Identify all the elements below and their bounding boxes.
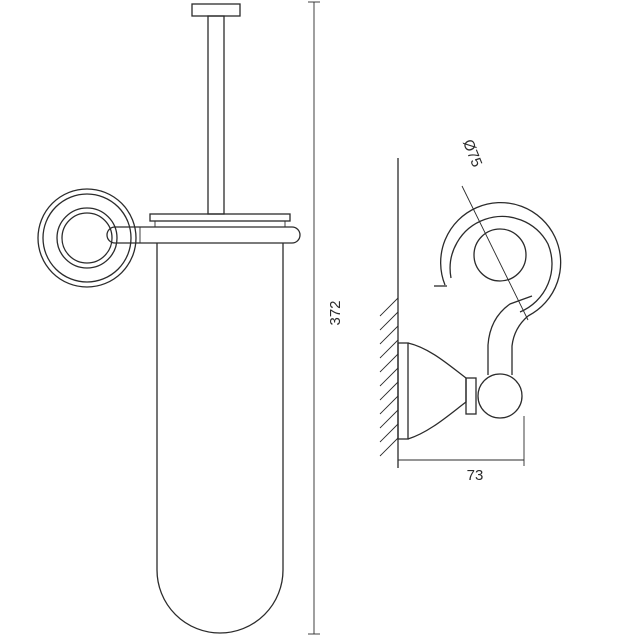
side-view: Ø75 73 <box>379 137 562 484</box>
glass-container <box>156 243 284 634</box>
holder-arm <box>487 295 533 375</box>
depth-dimension-label: 73 <box>467 467 484 484</box>
handle-top-cap <box>191 3 241 17</box>
holder-ring <box>106 226 301 244</box>
brush-handle-rod <box>207 15 225 215</box>
wall-mount-bell <box>397 342 477 440</box>
diameter-dimension-label: Ø75 <box>459 137 485 170</box>
wall-rosette <box>37 188 137 288</box>
wall-hatching <box>379 297 399 457</box>
height-dimension: 372 <box>308 1 344 635</box>
holder-ring-side <box>434 201 562 317</box>
front-view: 372 <box>37 1 344 635</box>
height-dimension-label: 372 <box>327 300 344 325</box>
depth-dimension: 73 <box>398 416 525 484</box>
brush-lid <box>149 213 291 222</box>
mount-knob <box>477 373 523 419</box>
